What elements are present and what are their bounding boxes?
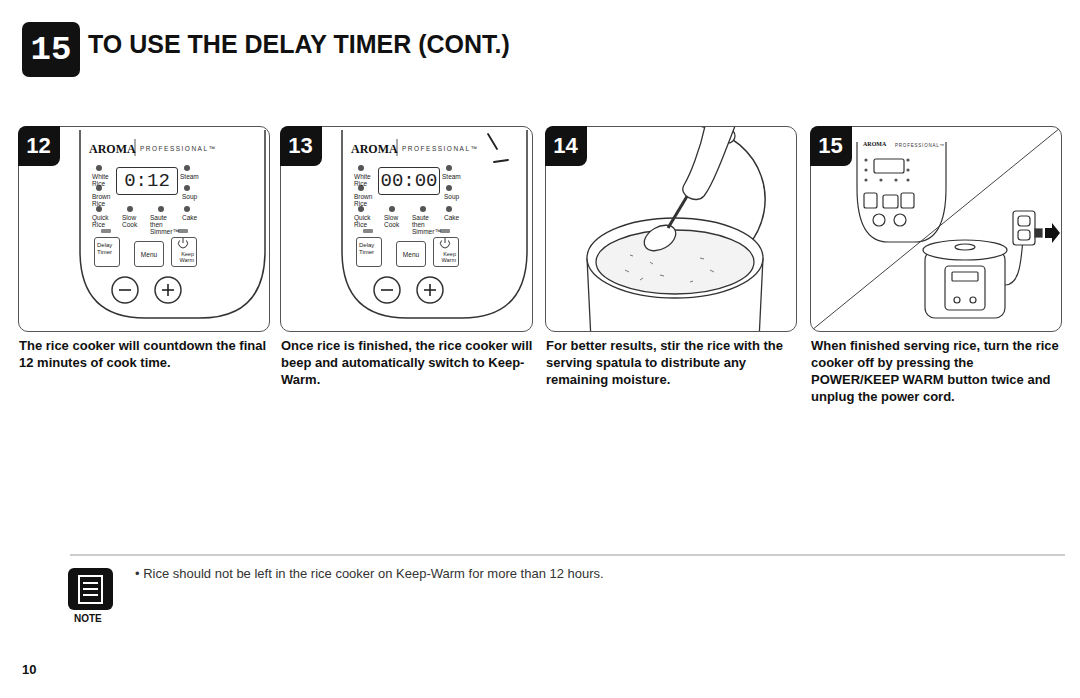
- brand-logo: AROMA: [863, 141, 886, 147]
- menu-label: Brown Rice: [354, 194, 378, 208]
- step-panel: 12The rice cooker will countdown the fin…: [18, 126, 270, 332]
- control-button: Keep Warm: [433, 237, 459, 267]
- button-label: Delay Timer: [359, 242, 381, 255]
- button-label: Delay Timer: [97, 242, 119, 255]
- note-label: NOTE: [74, 613, 102, 624]
- menu-label: Cake: [182, 215, 206, 222]
- menu-label: White Rice: [92, 174, 116, 188]
- control-button: Delay Timer: [94, 237, 120, 267]
- display-readout: 0:12: [117, 168, 177, 194]
- control-button: Keep Warm: [171, 237, 197, 267]
- brand-logo: AROMA: [351, 142, 398, 157]
- step-caption: For better results, stir the rice with t…: [546, 337, 800, 388]
- button-label: Menu: [397, 242, 425, 266]
- step-number: 12: [18, 126, 60, 166]
- display-readout: 00:00: [379, 168, 439, 194]
- menu-label: Quick Rice: [92, 215, 114, 229]
- menu-label: Soup: [444, 194, 472, 201]
- brand-logo: AROMA: [89, 142, 136, 157]
- step-number: 15: [810, 126, 852, 166]
- lcd-display: 0:12: [116, 167, 178, 195]
- menu-label: White Rice: [354, 174, 378, 188]
- control-button: Delay Timer: [356, 237, 382, 267]
- step-caption: When finished serving rice, turn the ric…: [811, 337, 1065, 405]
- menu-label: Slow Cook: [122, 215, 142, 229]
- step-panel: 13Once rice is finished, the rice cooker…: [280, 126, 533, 332]
- control-button: Menu: [134, 241, 164, 267]
- button-label: Keep Warm: [438, 252, 456, 264]
- menu-label: Steam: [442, 174, 472, 181]
- note-text: • Rice should not be left in the rice co…: [135, 566, 604, 581]
- page-number: 10: [22, 662, 36, 677]
- lcd-display: 00:00: [378, 167, 440, 195]
- menu-label: Brown Rice: [92, 194, 116, 208]
- step-caption: Once rice is finished, the rice cooker w…: [281, 337, 535, 388]
- page-title: TO USE THE DELAY TIMER (CONT.): [88, 30, 510, 59]
- step-panel: 14For better results, stir the rice with…: [545, 126, 797, 332]
- menu-label: Quick Rice: [354, 215, 376, 229]
- button-label: Keep Warm: [176, 252, 194, 264]
- step-number: 14: [545, 126, 587, 166]
- brand-subtitle: PROFESSIONAL™: [140, 145, 217, 152]
- menu-label: Cake: [444, 215, 468, 222]
- menu-label: Slow Cook: [384, 215, 404, 229]
- menu-label: Soup: [182, 194, 210, 201]
- control-button: Menu: [396, 241, 426, 267]
- brand-subtitle: PROFESSIONAL™: [895, 143, 945, 148]
- brand-subtitle: PROFESSIONAL™: [402, 145, 479, 152]
- step-caption: The rice cooker will countdown the final…: [19, 337, 273, 371]
- menu-label: Saute then Simmer™: [150, 215, 178, 235]
- step-icon: 15: [22, 22, 80, 77]
- menu-label: Saute then Simmer™: [412, 215, 440, 235]
- section-number: 15: [22, 22, 80, 77]
- step-panel: 15When finished serving rice, turn the r…: [810, 126, 1062, 332]
- menu-label: Steam: [180, 174, 210, 181]
- button-label: Menu: [135, 242, 163, 266]
- step-number: 13: [280, 126, 322, 166]
